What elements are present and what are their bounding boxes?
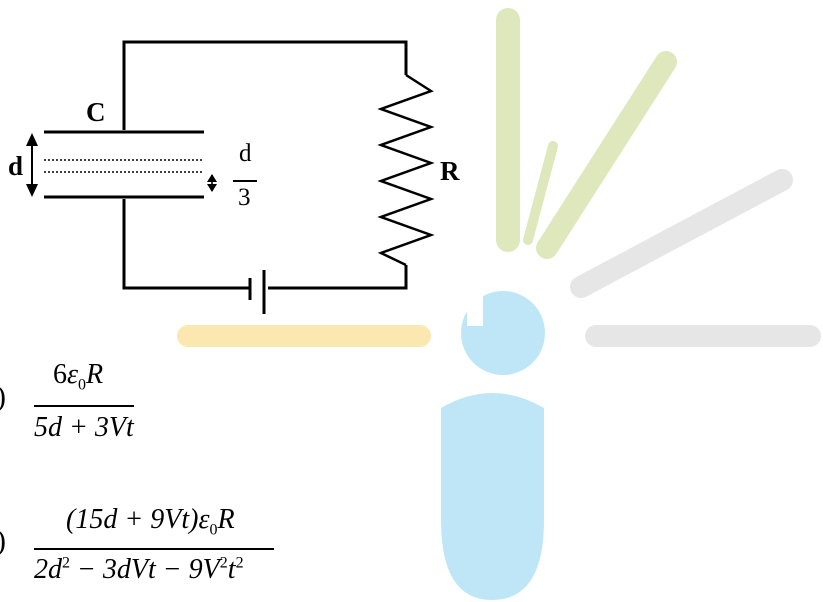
watermark-blue-body	[441, 393, 544, 600]
watermark-green-bar-thin	[523, 141, 558, 245]
option-2-denominator: 2d2 − 3dVt − 9V2t2	[34, 554, 244, 585]
option-2-fraction-bar	[34, 548, 274, 550]
slab-thickness-fraction: d 3	[230, 140, 260, 230]
option-1-marker: )	[0, 380, 6, 414]
wire-left-bottom	[122, 199, 250, 290]
slab-fraction-denominator: 3	[238, 184, 251, 211]
watermark-green-bar-diagonal	[536, 51, 677, 259]
resistor	[377, 73, 435, 267]
option-1-fraction: 6ε0R 5d + 3Vt	[30, 355, 140, 455]
resistor-label: R	[440, 156, 460, 186]
option-1-fraction-bar	[34, 405, 134, 407]
option-2-fraction: (15d + 9Vt)ε0R 2d2 − 3dVt − 9V2t2	[30, 500, 290, 600]
option-2-marker: )	[0, 524, 6, 558]
watermark-gray-bar-diagonal	[570, 169, 793, 298]
option-1-denominator: 5d + 3Vt	[34, 412, 134, 443]
slab-fraction-bar	[233, 180, 257, 182]
gap-label: d	[8, 151, 24, 181]
gap-arrow-head-bottom	[26, 184, 38, 197]
wire-top	[122, 40, 408, 130]
option-2-numerator: (15d + 9Vt)ε0R	[66, 504, 235, 539]
capacitor-label: C	[86, 97, 106, 127]
watermark-dot-notch	[467, 292, 483, 326]
slab-arrow-head-bottom	[207, 184, 217, 192]
slab-arrow-head-top	[207, 174, 217, 182]
wire-right-bottom	[268, 265, 408, 290]
watermark-green-bar-vertical	[496, 8, 520, 252]
option-1-numerator: 6ε0R	[53, 359, 104, 394]
slab-fraction-numerator: d	[239, 140, 252, 167]
gap-arrow-head-top	[26, 133, 38, 146]
